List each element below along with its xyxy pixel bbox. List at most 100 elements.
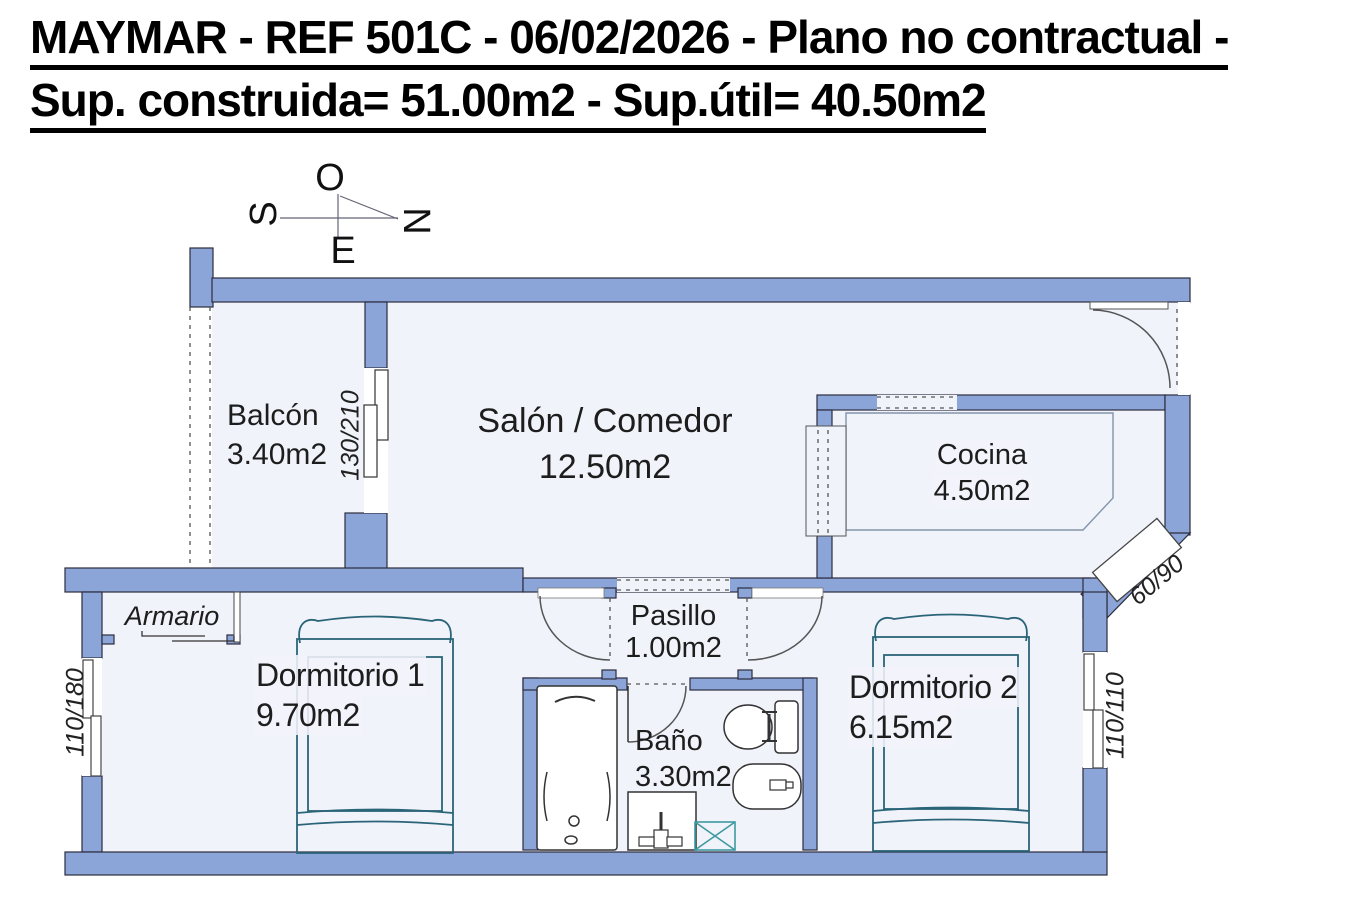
room-name: Salón / Comedor — [477, 402, 733, 440]
dashed-lines — [189, 307, 1178, 685]
bathtub-tap — [564, 835, 578, 845]
wall-balcony-divider-lower — [344, 512, 388, 571]
room-area: 1.00m2 — [625, 632, 722, 664]
plan-title: MAYMAR - REF 501C - 06/02/2026 - Plano n… — [30, 13, 1229, 140]
wardrobe-partition — [233, 591, 241, 643]
room-area: 4.50m2 — [931, 475, 1033, 507]
sink-faucet-base — [653, 829, 669, 849]
hall-opening — [617, 578, 730, 592]
wardrobe-doors — [141, 631, 235, 642]
bidet-tap — [785, 781, 794, 789]
right-window-pane — [1092, 709, 1104, 769]
left-window-pane — [90, 715, 102, 777]
room-label-pasillo: Pasillo 1.00m2 — [610, 600, 737, 664]
room-name: Dormitorio 1 — [254, 655, 427, 695]
bathtub-drain — [568, 815, 580, 827]
bedroom1-door-arc — [539, 595, 611, 661]
bed-frame — [296, 638, 454, 854]
room-area: 6.15m2 — [847, 707, 955, 747]
room-area: 3.30m2 — [635, 761, 732, 793]
bathtub — [536, 685, 618, 851]
wall-left-a — [81, 591, 103, 659]
wardrobe-frame-tab — [101, 634, 115, 645]
bathtub-handle — [606, 771, 611, 822]
sink-faucet-wing — [666, 836, 683, 847]
drain-box — [694, 821, 736, 851]
wall-left-b — [81, 775, 103, 853]
bed-fold — [296, 808, 454, 814]
door-arcs — [539, 309, 1171, 743]
bath-door-arc — [627, 685, 687, 743]
wall-bottom — [64, 851, 1108, 876]
bathtub-headrest — [554, 695, 596, 703]
room-label-salon: Salón / Comedor 12.50m2 — [450, 398, 760, 490]
shower-drain-box — [694, 821, 736, 851]
room-label-armario: Armario — [122, 601, 222, 632]
compass-rose: O S N E — [243, 157, 437, 272]
door-frame-tab — [737, 669, 753, 680]
wall-right-lower-a — [1082, 591, 1108, 653]
left-window-pane — [82, 659, 94, 719]
bidet — [732, 763, 802, 810]
room-label-bano: Baño 3.30m2 — [635, 723, 732, 795]
compass-south-label: S — [243, 201, 285, 226]
room-name: Balcón — [227, 399, 319, 432]
plan-title-line1: MAYMAR - REF 501C - 06/02/2026 - Plano n… — [30, 13, 1229, 70]
wall-right-lower-b — [1082, 767, 1108, 853]
dimension-label-left-window: 110/180 — [61, 668, 90, 757]
door-frame-tab — [737, 587, 753, 599]
wall-balcony-divider-upper — [364, 301, 388, 369]
room-name: Armario — [124, 601, 220, 631]
room-name: Cocina — [934, 439, 1030, 471]
bed-fold — [872, 818, 1030, 824]
toilet-bowl — [723, 704, 773, 750]
room-area: 3.40m2 — [227, 438, 328, 471]
entry-outside-gap — [1178, 302, 1190, 395]
corner-window — [1091, 517, 1183, 603]
room-label-balcon: Balcón 3.40m2 — [227, 396, 327, 474]
windows-and-openings — [82, 301, 1190, 777]
compass-east-label: E — [330, 230, 355, 272]
wall-bath-right — [802, 677, 818, 851]
wardrobe-door-line — [172, 636, 235, 642]
wardrobe-door-line — [141, 631, 205, 637]
bedroom2-doorway — [751, 587, 824, 599]
wall-bath-top-right — [689, 677, 814, 691]
compass-north-label: N — [395, 207, 437, 234]
bed-fold — [872, 806, 1030, 812]
wall-mid-left — [64, 567, 524, 593]
kitchen-sliding-door-frame — [805, 425, 847, 537]
bathtub-handle — [543, 771, 548, 822]
room-name: Baño — [635, 725, 703, 757]
compass-lines — [280, 194, 399, 238]
bed-pillow — [298, 615, 452, 644]
wall-top-left-pillar — [189, 247, 214, 308]
room-label-dormitorio2: Dormitorio 2 6.15m2 — [847, 667, 1020, 747]
bidet-tap — [769, 779, 787, 791]
balcony-open-edge-strip — [188, 307, 212, 568]
room-name: Dormitorio 2 — [847, 667, 1020, 707]
wall-kitchen-left-b — [816, 535, 833, 579]
wall-kitchen-top — [816, 394, 1166, 411]
bed-fold — [296, 820, 454, 826]
room-label-cocina: Cocina 4.50m2 — [902, 437, 1062, 509]
room-area: 9.70m2 — [254, 695, 362, 735]
entrance-door-arc — [1092, 309, 1171, 389]
bathroom-fixtures — [536, 685, 802, 851]
balcony-door-pane — [363, 404, 378, 478]
wall-kitchen-left-a — [816, 409, 833, 429]
right-window-pane — [1083, 653, 1095, 711]
drain-cross — [694, 821, 736, 851]
dimension-label-right-window: 110/110 — [1101, 672, 1130, 759]
kitchen-opening — [877, 395, 957, 410]
plan-title-line2: Sup. construida= 51.00m2 - Sup.útil= 40.… — [30, 76, 987, 133]
sink-faucet-wing — [638, 836, 655, 847]
wall-bath-left — [522, 677, 539, 851]
bedroom2-door-arc — [747, 595, 823, 661]
wall-top — [211, 277, 1191, 303]
room-area: 12.50m2 — [538, 448, 672, 486]
room-label-dormitorio1: Dormitorio 1 9.70m2 — [254, 655, 427, 735]
wall-right-upper — [1164, 394, 1191, 536]
dimension-label-balcony-door: 130/210 — [336, 390, 365, 481]
